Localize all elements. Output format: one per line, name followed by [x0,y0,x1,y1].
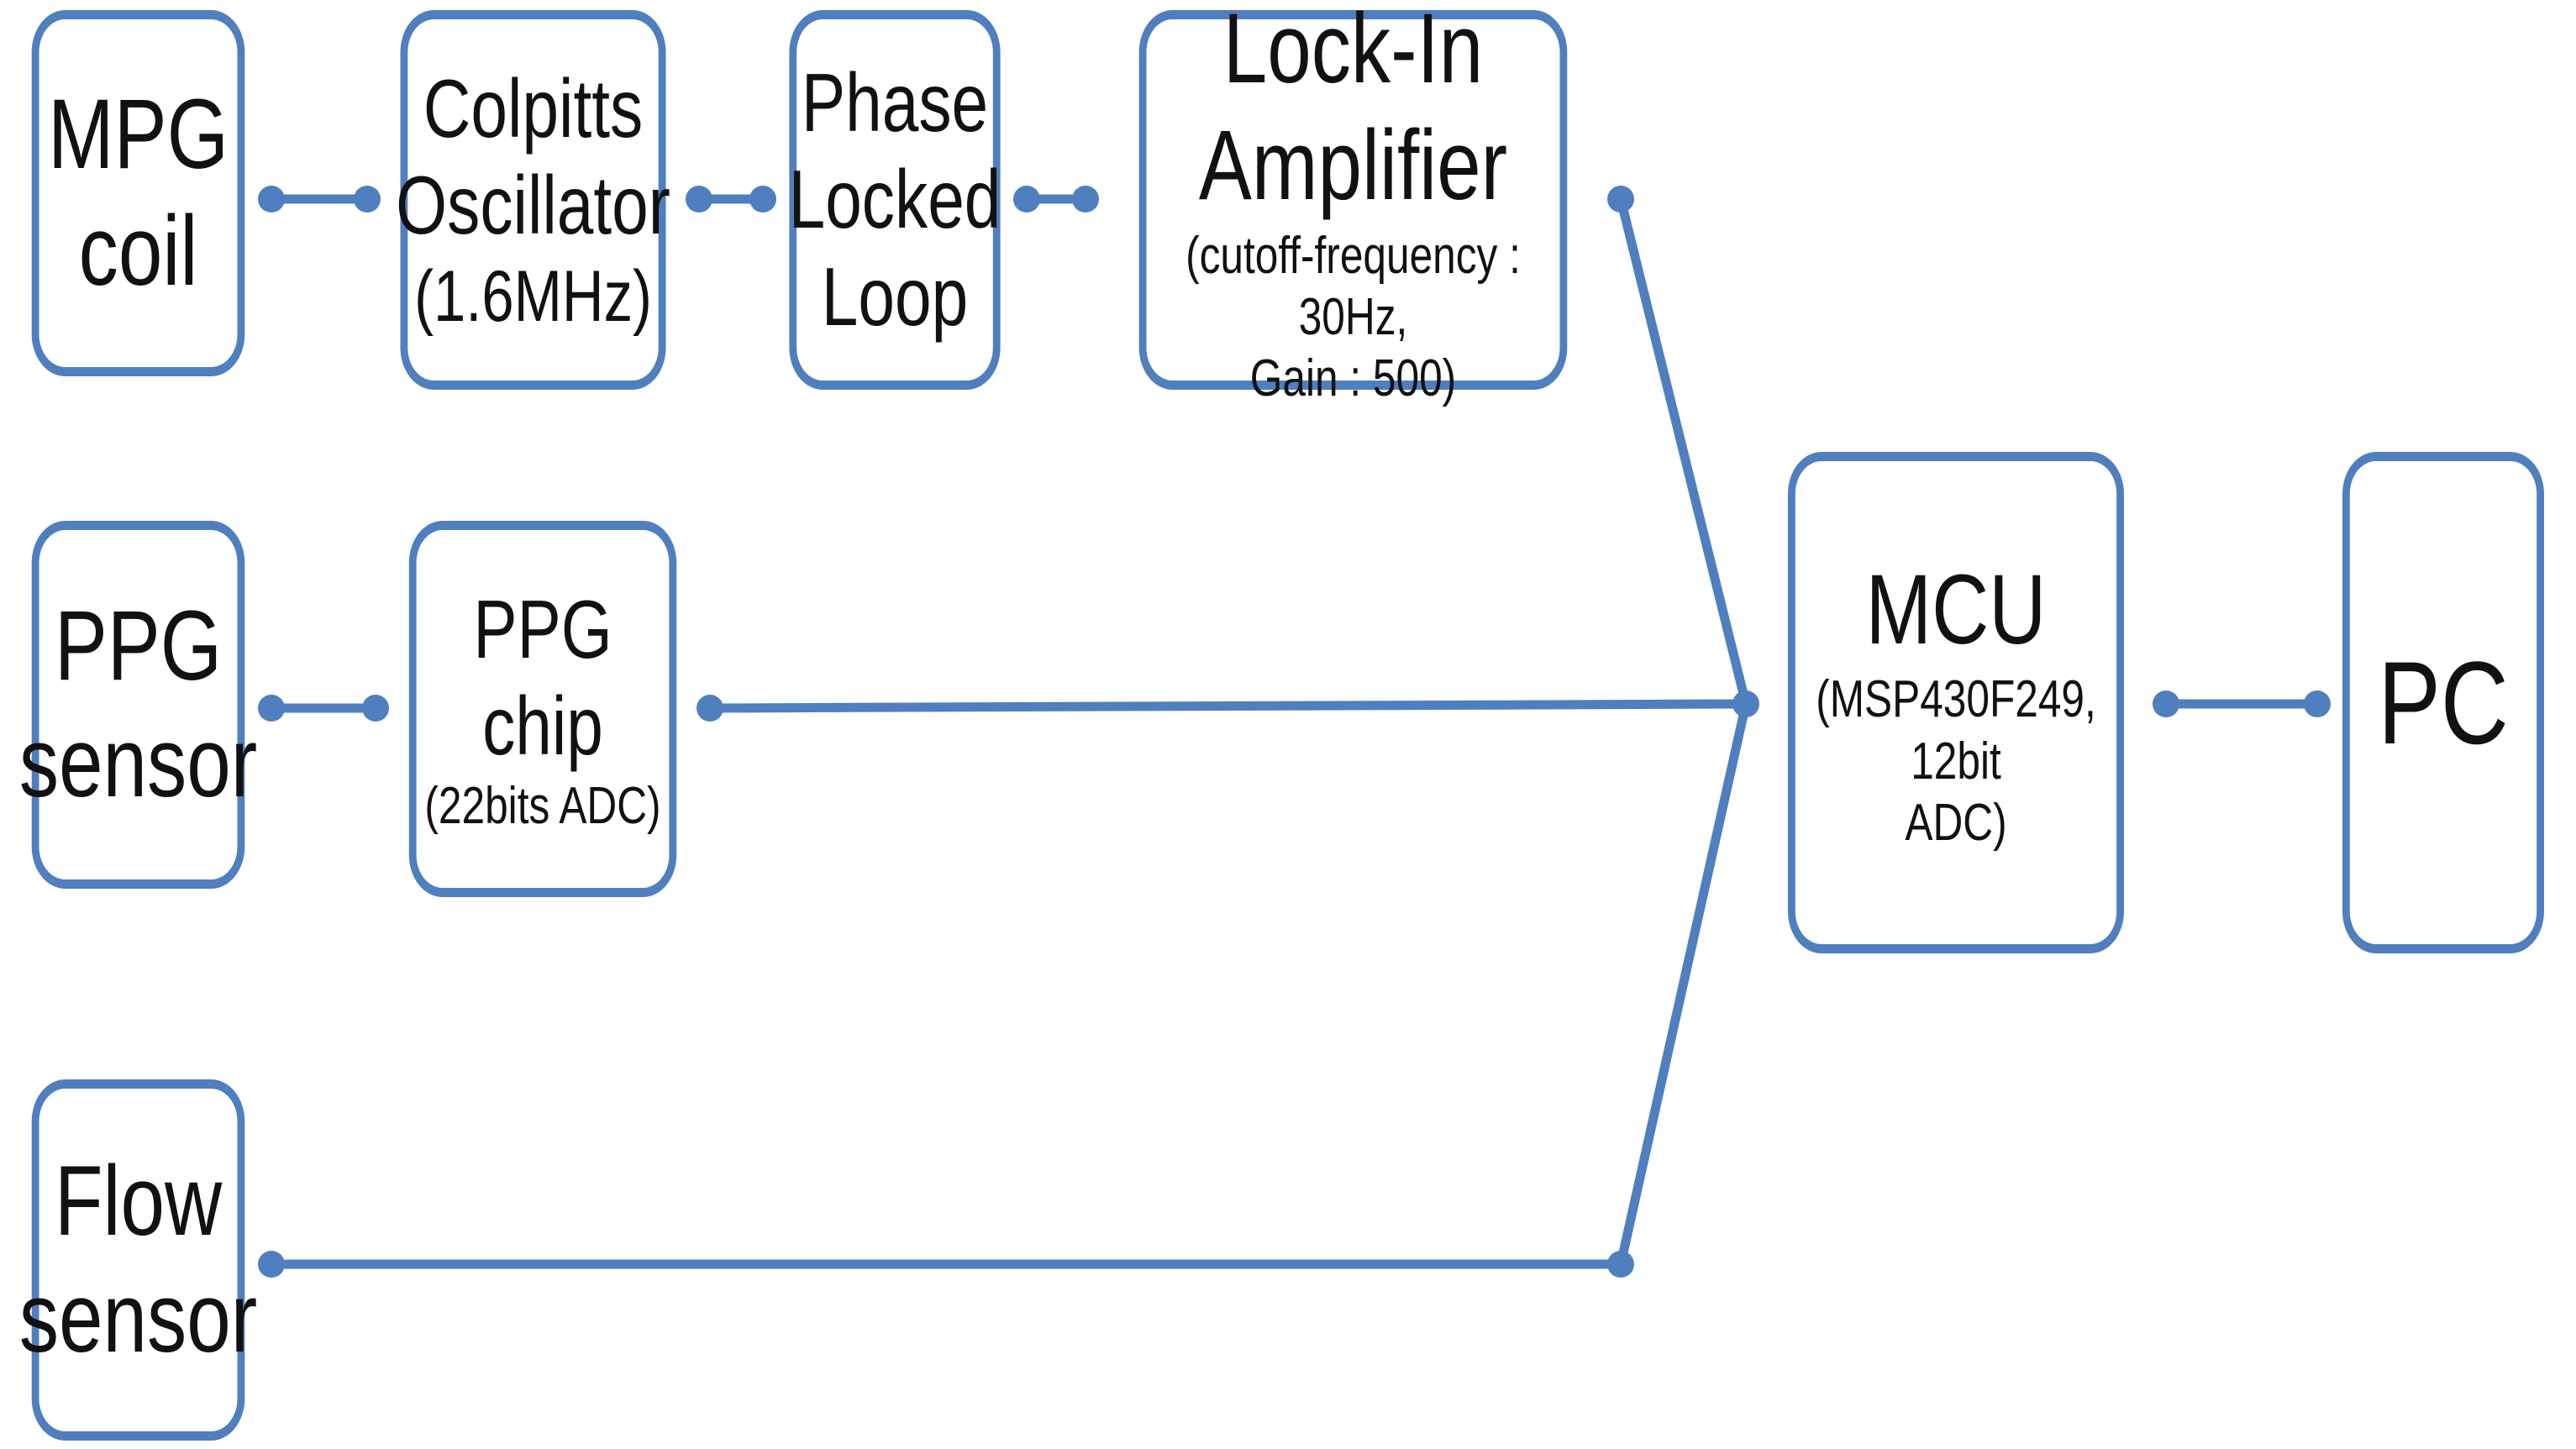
pll-line1: Phase [801,55,989,149]
mpg-coil-line2: coil [78,196,198,307]
port-dot [686,186,712,213]
mcu-detail1: (MSP430F249, 12bit [1816,670,2096,790]
port-dot [2304,690,2331,717]
lock-in-amplifier-block: Lock-In Amplifier (cutoff-frequency : 30… [1138,0,1568,407]
mpg-coil-block: MPG coil [31,10,245,376]
link-junction-mcu [1616,699,1751,1269]
port-dot [1072,186,1099,213]
port-dot [1607,1251,1634,1278]
port-dot [1732,690,1759,717]
link-ppgchip-mcu [705,699,1751,713]
port-dot [1607,186,1634,213]
colpitts-frequency: (1.6MHz) [414,255,652,337]
mpg-coil-line1: MPG [47,78,229,190]
port-dot [258,695,285,722]
ppg-sensor-line2: sensor [18,707,258,818]
colpitts-line2: Oscillator [396,159,670,252]
port-dot [354,186,381,213]
ppg-chip-title: PPG chip [473,582,612,773]
mcu-block: MCU (MSP430F249, 12bit ADC) [1788,452,2124,953]
flow-sensor-line1: Flow [54,1145,223,1257]
phase-locked-loop-block: Phase Locked Loop [788,10,1001,390]
port-dot [749,186,776,213]
port-dot [258,186,285,213]
flow-sensor-block: Flow sensor [19,1079,257,1441]
port-dot [258,1251,285,1278]
colpitts-line1: Colpitts [423,61,644,155]
colpitts-oscillator-block: Colpitts Oscillator (1.6MHz) [396,10,670,390]
mcu-detail2: ADC) [1905,793,2007,852]
link-lockin-mcu [1616,194,1751,709]
flow-sensor-line2: sensor [18,1263,258,1373]
ppg-chip-block: PPG chip (22bits ADC) [408,521,677,897]
ppg-sensor-line1: PPG [54,590,223,701]
lockin-detail1: (cutoff-frequency : 30Hz, [1185,226,1521,346]
port-dot [697,695,723,722]
port-dot [1013,186,1040,213]
mcu-title: MCU [1865,554,2047,666]
lockin-detail2: Gain : 500) [1249,349,1457,407]
port-dot [2153,690,2179,717]
pc-label: PC [2378,636,2509,769]
pll-line3: Loop [821,249,969,343]
pc-block: PC [2342,452,2544,953]
pll-line2: Locked [788,153,1001,246]
ppg-sensor-block: PPG sensor [19,521,257,889]
port-dot [362,695,389,722]
lockin-title: Lock-In Amplifier [1198,0,1508,222]
ppg-chip-detail: (22bits ADC) [424,777,661,836]
